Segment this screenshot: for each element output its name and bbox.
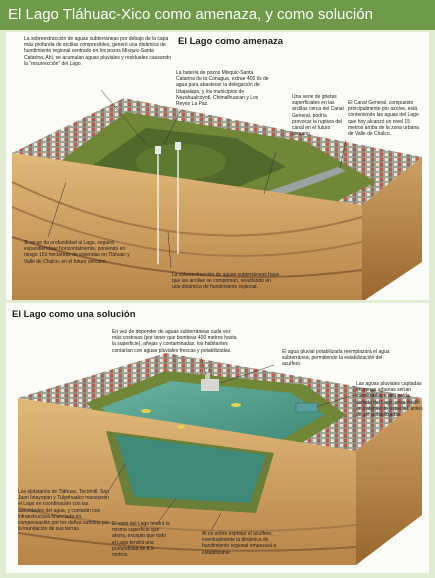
note-expansion-horizontal: Si no se da profundidad al Lago, seguirá… bbox=[24, 240, 130, 265]
stratum-line bbox=[17, 532, 357, 552]
stratum-line bbox=[11, 236, 363, 279]
lake-basin-water bbox=[116, 435, 266, 503]
note-bateria-pozos: La batería de pozos Mixquic-Santa Catari… bbox=[176, 70, 269, 108]
note-grietas: Una serie de grietas superficiales en la… bbox=[292, 94, 344, 138]
note-compresion-arcillas: La sobreextracción de aguas subterráneas… bbox=[172, 272, 280, 291]
leader-line bbox=[315, 394, 355, 408]
section-heading-solution: El Lago como una solución bbox=[12, 309, 136, 320]
note-aguas-pluviales: En vez de depender de aguas subterráneas… bbox=[112, 329, 237, 354]
note-ejidatarios: Los ejidatarios de Tláhuac, Tecomitl, Sa… bbox=[18, 489, 110, 533]
leader-line bbox=[167, 231, 172, 269]
note-celda-aislada: Las aguas pluviales captadas en zonas ur… bbox=[356, 381, 423, 419]
soil-side bbox=[356, 398, 422, 565]
page-title: El Lago Tláhuac-Xico como amenaza, y com… bbox=[8, 6, 373, 23]
leader-line bbox=[105, 462, 127, 496]
treatment-tank bbox=[205, 373, 210, 379]
section-heading-threat: El Lago como amenaza bbox=[178, 36, 284, 47]
note-estabilizar-hundimiento: Al no sobre explotar el acuífero, eventu… bbox=[202, 531, 277, 556]
stratum-line bbox=[17, 507, 357, 533]
boat bbox=[231, 403, 241, 407]
note-sobreextraccion: La sobreextracción de aguas subterráneas… bbox=[24, 36, 172, 67]
leader-line bbox=[220, 364, 275, 384]
leader-line bbox=[200, 356, 207, 376]
leader-line bbox=[100, 89, 147, 145]
soil-side bbox=[362, 157, 422, 300]
leader-line bbox=[210, 512, 222, 532]
boat bbox=[141, 409, 151, 413]
soil-front bbox=[12, 153, 362, 300]
panel-threat: El Lago como amenaza La sobreextracción … bbox=[6, 32, 429, 300]
isolated-cell bbox=[295, 402, 319, 413]
leader-line bbox=[339, 139, 347, 169]
boat bbox=[177, 425, 185, 429]
well-head bbox=[155, 146, 161, 154]
leader-line bbox=[47, 181, 67, 238]
leader-line bbox=[263, 151, 277, 195]
treatment-plant bbox=[201, 379, 219, 391]
panel-solution: El Lago como una solución En vez de depe… bbox=[6, 303, 429, 573]
solution-diagram bbox=[17, 353, 422, 565]
note-vaso-lago: El vaso del Lago tendrá la misma superfi… bbox=[112, 521, 170, 559]
stratum-line bbox=[11, 181, 363, 237]
leader-line bbox=[163, 109, 182, 145]
leader-line bbox=[155, 497, 177, 526]
threat-diagram bbox=[11, 89, 422, 300]
title-bar: El Lago Tláhuac-Xico como amenaza, y com… bbox=[0, 0, 435, 30]
note-estabilizacion-acuifero: El agua pluvial potabilizada reemplazará… bbox=[282, 349, 390, 368]
stratum-line bbox=[11, 206, 363, 257]
well-head bbox=[175, 142, 181, 150]
note-canal-general: El Canal General, compuesto principalmen… bbox=[348, 100, 419, 138]
